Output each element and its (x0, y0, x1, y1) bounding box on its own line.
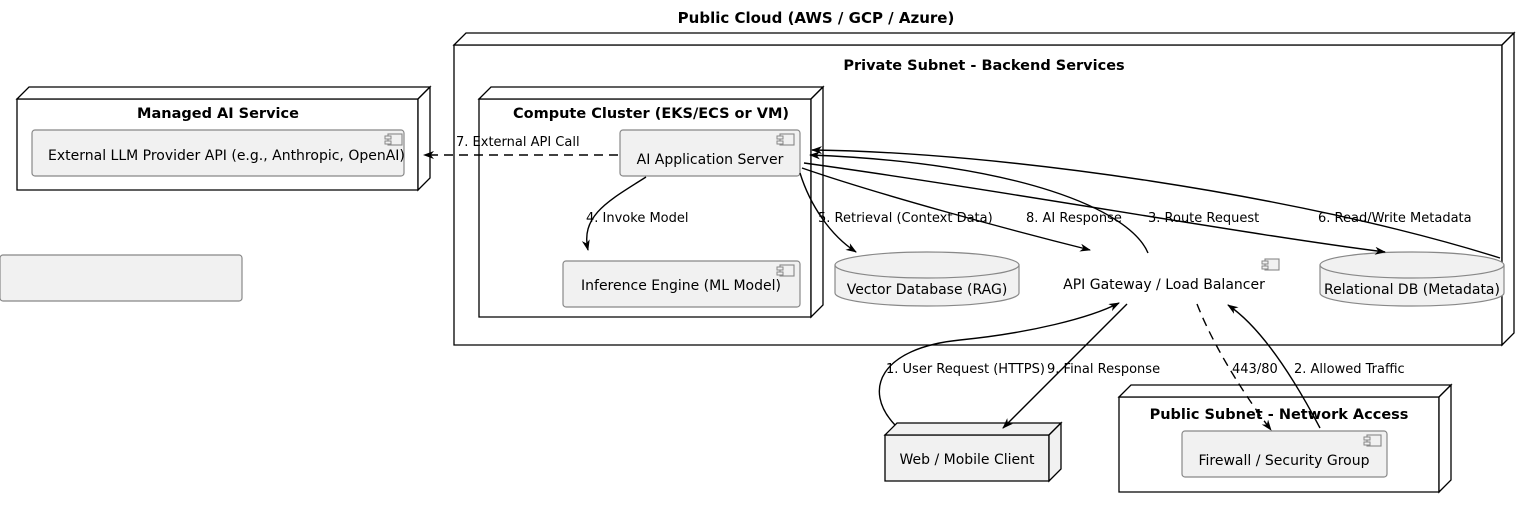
component-ai-application-server[interactable]: AI Application Server (619, 129, 801, 177)
database-relational-db-metadata-label: Relational DB (Metadata) (1324, 282, 1500, 298)
edge-6-read-write-metadata: 6. Read/Write Metadata (803, 146, 1501, 259)
component-external-llm-provider-api-label: External LLM Provider API (e.g., Anthrop… (48, 148, 405, 164)
edge-9-final-response: 9. Final Response (1002, 303, 1160, 429)
component-ai-application-server-label: AI Application Server (637, 152, 784, 168)
node-web-mobile-client-label: Web / Mobile Client (899, 452, 1035, 468)
node-public-subnet-label: Public Subnet - Network Access (1150, 407, 1409, 423)
component-external-llm-provider-api[interactable]: External LLM Provider API (e.g., Anthrop… (31, 129, 405, 177)
edge-1-user-request-https: 1. User Request (HTTPS) (878, 302, 1120, 426)
node-private-subnet-label: Private Subnet - Backend Services (843, 58, 1124, 74)
edge-7-external-api-call: 7. External API Call (423, 135, 618, 159)
database-relational-db-metadata[interactable]: Relational DB (Metadata) (1319, 251, 1505, 307)
database-vector-database-rag[interactable]: Vector Database (RAG) (834, 251, 1020, 307)
edge-4-invoke-model: 4. Invoke Model (581, 176, 688, 251)
edge-ports-443-80: 443/80 (1196, 303, 1278, 431)
edge-2-allowed-traffic: 2. Allowed Traffic (1227, 304, 1405, 429)
component-firewall-security-group-label: Firewall / Security Group (1199, 453, 1370, 469)
edge-6-label: 6. Read/Write Metadata (1318, 211, 1472, 226)
component-icon (776, 133, 795, 146)
edge-9-label: 9. Final Response (1047, 362, 1160, 377)
node-managed-ai-service-label: Managed AI Service (137, 106, 299, 122)
component-inference-engine-label: Inference Engine (ML Model) (581, 278, 781, 294)
edge-7-label: 7. External API Call (456, 135, 580, 150)
component-icon (1363, 434, 1382, 447)
edge-1-label: 1. User Request (HTTPS) (886, 362, 1045, 377)
edge-8-ai-response: 8. AI Response (801, 167, 1122, 252)
edge-4-label: 4. Invoke Model (586, 211, 688, 226)
node-compute-cluster-label: Compute Cluster (EKS/ECS or VM) (513, 106, 789, 122)
component-icon (776, 264, 795, 277)
component-icon (1261, 258, 1280, 271)
component-inference-engine[interactable]: Inference Engine (ML Model) (562, 260, 801, 308)
edge-5-retrieval-context-data: 5. Retrieval (Context Data) (799, 172, 993, 253)
edge-3-label: 3. Route Request (1148, 211, 1259, 226)
component-firewall-security-group[interactable]: Firewall / Security Group (1181, 430, 1388, 478)
edge-8-label: 8. AI Response (1026, 211, 1122, 226)
diagram-title: Public Cloud (AWS / GCP / Azure) (678, 9, 955, 27)
component-api-gateway-load-balancer[interactable]: API Gateway / Load Balancer (0, 254, 1280, 302)
database-vector-database-rag-label: Vector Database (RAG) (847, 282, 1008, 298)
edge-ports-label: 443/80 (1232, 362, 1278, 377)
node-web-mobile-client[interactable]: Web / Mobile Client (883, 421, 1063, 483)
edge-5-label: 5. Retrieval (Context Data) (818, 211, 993, 226)
component-icon (384, 133, 403, 146)
edge-3-route-request: 3. Route Request (809, 151, 1259, 254)
edge-2-label: 2. Allowed Traffic (1294, 362, 1405, 377)
component-api-gateway-load-balancer-label: API Gateway / Load Balancer (1063, 277, 1265, 293)
